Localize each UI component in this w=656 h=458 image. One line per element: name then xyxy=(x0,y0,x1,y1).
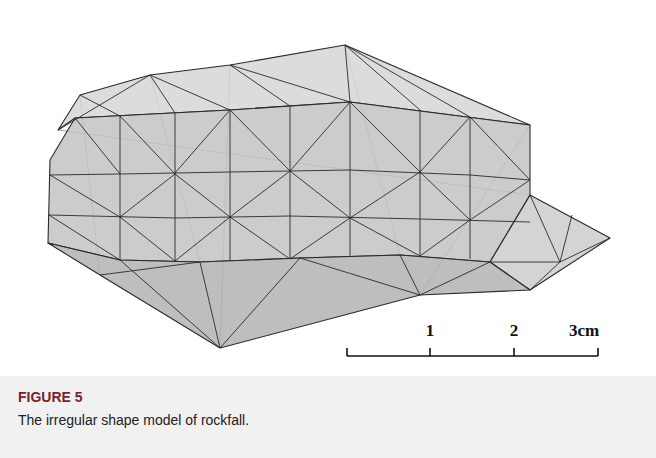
figure-number: FIGURE 5 xyxy=(18,389,83,406)
figure-caption: The irregular shape model of rockfall. xyxy=(18,411,638,429)
scale-label: 1 xyxy=(426,322,435,339)
scale-label: 2 xyxy=(510,322,519,339)
mesh-edges xyxy=(49,45,610,348)
rockfall-model xyxy=(0,0,656,376)
scale-label: 3cm xyxy=(569,322,599,339)
scale-bar xyxy=(347,348,598,356)
front-face xyxy=(48,102,530,262)
rock-faces xyxy=(48,45,610,348)
